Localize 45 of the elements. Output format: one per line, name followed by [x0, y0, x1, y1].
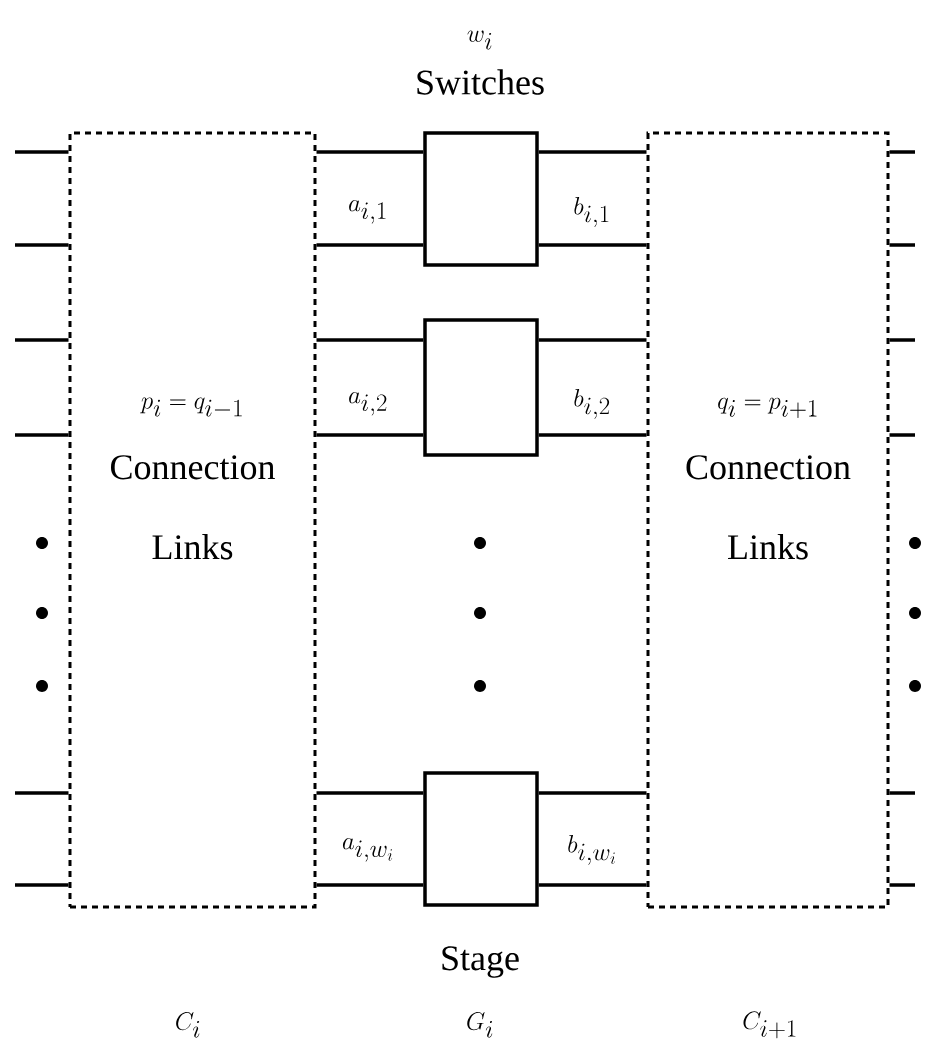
- math-label: $b_{i,2}$: [574, 389, 610, 419]
- link-line: [889, 791, 915, 795]
- link-line: [538, 433, 647, 437]
- link-line: [316, 243, 424, 247]
- link-line: [15, 433, 69, 437]
- math-label: $b_{i,w_i}$: [568, 835, 615, 865]
- link-line: [889, 150, 915, 154]
- formula-label: $p_i = q_{i-1}$: [140, 397, 242, 417]
- math-label: $a_{i,w_i}$: [342, 838, 393, 862]
- math-label: $w_i$: [467, 30, 492, 50]
- switch-box: [423, 131, 539, 267]
- box-label: Connection Links: [111, 455, 275, 560]
- link-line: [538, 883, 647, 887]
- link-line: [538, 150, 647, 154]
- link-line: [889, 338, 915, 342]
- link-line: [316, 150, 424, 154]
- math-label: $a_{i,1}$: [349, 200, 386, 224]
- link-line: [538, 338, 647, 342]
- math-label: $C_i$: [176, 1012, 200, 1038]
- link-line: [316, 791, 424, 795]
- math-label: $b_{i,1}$: [574, 197, 609, 227]
- link-line: [15, 338, 69, 342]
- switch-box: [423, 318, 539, 457]
- link-line: [15, 883, 69, 887]
- link-line: [316, 883, 424, 887]
- link-line: [15, 243, 69, 247]
- connection-links-box: [646, 131, 890, 909]
- text-label: Switches: [417, 69, 544, 95]
- formula-label: $q_i = p_{i+1}$: [718, 397, 817, 419]
- math-label: $C_{i+1}$: [743, 1011, 796, 1039]
- math-label: $G_i$: [467, 1012, 493, 1038]
- text-label: Stage: [442, 946, 519, 978]
- math-label: $a_{i,2}$: [349, 392, 387, 416]
- link-line: [889, 433, 915, 437]
- link-line: [538, 791, 647, 795]
- link-line: [889, 243, 915, 247]
- connection-links-box: [68, 131, 317, 909]
- switch-box: [423, 771, 539, 907]
- link-line: [316, 338, 424, 342]
- link-line: [889, 883, 915, 887]
- link-line: [538, 243, 647, 247]
- link-line: [316, 433, 424, 437]
- box-label: Connection Links: [686, 455, 851, 560]
- link-line: [15, 150, 69, 154]
- link-line: [15, 791, 69, 795]
